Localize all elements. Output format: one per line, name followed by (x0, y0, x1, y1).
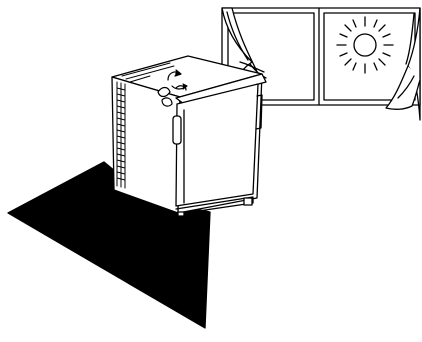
fridge-foot-left (178, 212, 184, 216)
fridge-door-handle[interactable] (173, 116, 181, 144)
fridge-door (176, 84, 258, 206)
fridge-side (112, 77, 180, 213)
refrigerator (112, 56, 266, 216)
fridge-foot-right (244, 198, 252, 205)
sun-icon (337, 17, 393, 73)
